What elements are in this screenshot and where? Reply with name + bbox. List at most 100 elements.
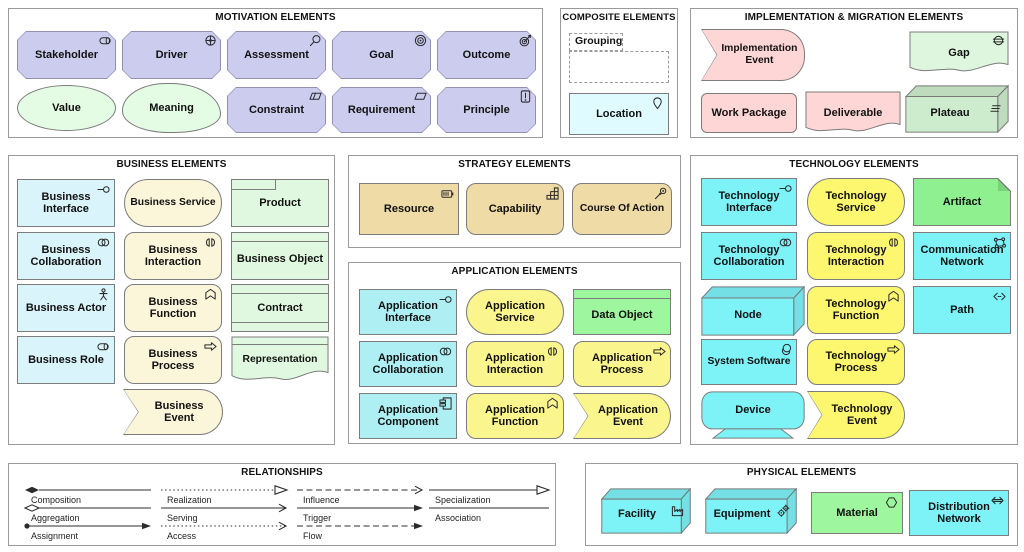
element-business-role: Business Role (17, 336, 115, 384)
element-implementation-event: Implementation Event (701, 29, 805, 81)
element-material: Material (811, 492, 903, 534)
box3d-shape (705, 488, 797, 534)
magnifier-icon (309, 35, 321, 47)
element-plateau: Plateau (905, 85, 1009, 133)
element-business-process: Business Process (124, 336, 222, 384)
element-requirement: Requirement (332, 87, 431, 133)
technology-title: TECHNOLOGY ELEMENTS (789, 159, 919, 170)
role-icon (97, 343, 109, 351)
element-course-of-action: Course Of Action (572, 183, 672, 235)
element-path: Path (913, 286, 1011, 334)
relationship-realization: Realization (159, 484, 289, 508)
realization-line (161, 485, 289, 495)
element-technology-event: Technology Event (807, 391, 905, 439)
element-communication-network: Communication Network (913, 232, 1011, 280)
map-pin-icon (653, 97, 662, 110)
element-business-object: Business Object (231, 232, 329, 280)
aggregation-line (23, 504, 151, 512)
process-arrow-icon (653, 347, 666, 356)
element-application-service: Application Service (466, 289, 564, 335)
element-location: Location (569, 93, 669, 135)
path-icon (993, 292, 1006, 301)
interaction-icon (547, 347, 558, 356)
element-representation: Representation (231, 336, 329, 384)
role-icon (99, 37, 111, 45)
element-contract: Contract (231, 284, 329, 332)
element-application-event: Application Event (573, 393, 671, 439)
double-arrow-icon (991, 496, 1004, 505)
business-section: BUSINESS ELEMENTS Business Interface Bus… (8, 155, 335, 445)
element-capability: Capability (466, 183, 564, 235)
element-business-actor: Business Actor (17, 284, 115, 332)
relationship-access: Access (159, 520, 289, 544)
element-outcome: Outcome (437, 31, 536, 79)
interaction-icon (205, 238, 216, 247)
element-technology-service: Technology Service (807, 178, 905, 226)
wavy-shape (909, 31, 1009, 75)
business-title: BUSINESS ELEMENTS (116, 159, 227, 170)
function-icon (888, 290, 899, 302)
process-arrow-icon (204, 342, 217, 351)
element-constraint: Constraint (227, 87, 326, 133)
gap-icon (992, 35, 1005, 46)
relationship-influence: Influence (295, 484, 425, 508)
element-technology-process: Technology Process (807, 339, 905, 385)
strategy-section: STRATEGY ELEMENTS Resource Capability Co… (348, 155, 681, 248)
composite-title: COMPOSITE ELEMENTS (562, 12, 676, 23)
element-application-function: Application Function (466, 393, 564, 439)
element-grouping: Grouping (569, 33, 669, 83)
relationship-composition: Composition (23, 484, 153, 508)
implementation-section: IMPLEMENTATION & MIGRATION ELEMENTS Impl… (690, 8, 1018, 138)
element-distribution-network: Distribution Network (909, 490, 1009, 536)
box3d-shape (701, 286, 805, 336)
factory-icon (671, 506, 684, 517)
element-business-function: Business Function (124, 284, 222, 332)
motivation-title: MOTIVATION ELEMENTS (215, 12, 336, 23)
element-device: Device (701, 391, 805, 439)
element-business-service: Business Service (124, 179, 222, 227)
relationships-section: RELATIONSHIPS Composition Aggregation As… (8, 463, 556, 546)
element-goal: Goal (332, 31, 431, 79)
element-node: Node (701, 286, 805, 336)
interface-icon (97, 186, 110, 193)
function-icon (205, 288, 216, 300)
element-product: Product (231, 179, 329, 227)
interface-icon (779, 185, 792, 192)
element-technology-collaboration: Technology Collaboration (701, 232, 797, 280)
exclamation-icon (520, 90, 531, 103)
element-principle: Principle (437, 87, 536, 133)
technology-section: TECHNOLOGY ELEMENTS Technology Interface… (690, 155, 1018, 445)
element-application-collaboration: Application Collaboration (359, 341, 457, 387)
association-line (429, 507, 549, 509)
relationship-association: Association (427, 502, 551, 526)
gears-icon (777, 504, 790, 517)
element-application-process: Application Process (573, 341, 671, 387)
hexagon-icon (885, 497, 898, 508)
application-title: APPLICATION ELEMENTS (451, 266, 578, 277)
function-icon (547, 397, 558, 409)
system-software-icon (781, 343, 792, 356)
collaboration-icon (97, 238, 110, 247)
parallelogram-slash-icon (309, 92, 322, 100)
element-gap: Gap (909, 31, 1009, 75)
element-driver: Driver (122, 31, 221, 79)
element-business-event: Business Event (123, 389, 223, 435)
element-deliverable: Deliverable (805, 91, 901, 135)
parallelogram-icon (414, 92, 427, 100)
element-data-object: Data Object (573, 289, 671, 335)
relationship-specialization: Specialization (427, 484, 551, 508)
target-arrow-icon (519, 34, 532, 47)
serving-line (161, 503, 288, 513)
steering-wheel-icon (205, 35, 216, 46)
interaction-icon (888, 238, 899, 247)
element-business-interaction: Business Interaction (124, 232, 222, 280)
element-technology-interface: Technology Interface (701, 178, 797, 226)
relationship-assignment: Assignment (23, 520, 153, 544)
application-section: APPLICATION ELEMENTS Application Interfa… (348, 262, 681, 444)
assignment-line (24, 522, 151, 530)
relationship-trigger: Trigger (295, 502, 425, 526)
network-icon (993, 237, 1006, 249)
element-technology-interaction: Technology Interaction (807, 232, 905, 280)
element-resource: Resource (359, 183, 459, 235)
